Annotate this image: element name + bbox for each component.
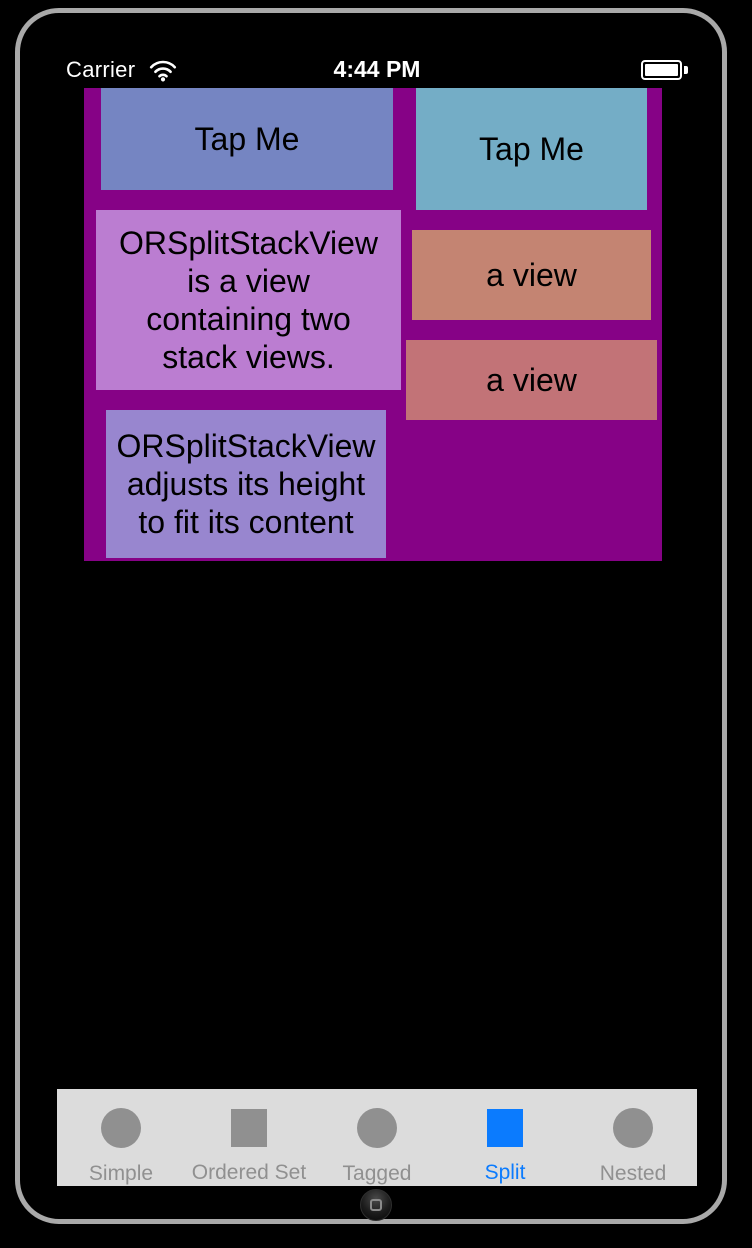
- tab-ordered-set-label: Ordered Set: [191, 1161, 307, 1184]
- home-button[interactable]: [360, 1189, 392, 1221]
- description-view-2: ORSplitStackView adjusts its height to f…: [106, 410, 386, 558]
- a-view-2-label: a view: [486, 362, 577, 398]
- tap-me-button-right[interactable]: Tap Me: [416, 88, 647, 210]
- circle-icon: [357, 1108, 397, 1148]
- tab-split[interactable]: Split: [441, 1089, 569, 1186]
- status-time: 4:44 PM: [333, 56, 421, 82]
- tap-me-button-left-label: Tap Me: [194, 121, 300, 157]
- tab-split-label: Split: [484, 1161, 526, 1184]
- tab-ordered-set[interactable]: Ordered Set: [185, 1089, 313, 1186]
- description-view-1: ORSplitStackView is a view containing tw…: [96, 210, 401, 390]
- a-view-2: a view: [406, 340, 657, 420]
- tab-tagged[interactable]: Tagged: [313, 1089, 441, 1186]
- square-icon: [231, 1109, 267, 1147]
- tap-me-button-right-label: Tap Me: [479, 131, 584, 167]
- tab-tagged-label: Tagged: [342, 1162, 412, 1185]
- a-view-1-label: a view: [486, 257, 577, 293]
- tab-simple[interactable]: Simple: [57, 1089, 185, 1186]
- tab-bar: Simple Ordered Set Tagged Split Nested: [57, 1089, 697, 1186]
- wifi-icon: [149, 60, 177, 82]
- home-button-square-icon: [370, 1199, 382, 1211]
- description-view-2-label: ORSplitStackView adjusts its height to f…: [116, 428, 376, 540]
- battery-nub: [684, 66, 688, 74]
- tab-nested-label: Nested: [599, 1162, 667, 1185]
- split-stack-container: Tap Me ORSplitStackView is a view contai…: [84, 88, 662, 561]
- device-bezel: [15, 8, 727, 1224]
- circle-icon: [101, 1108, 141, 1148]
- carrier-label: Carrier: [66, 57, 136, 82]
- circle-icon: [613, 1108, 653, 1148]
- tap-me-button-left[interactable]: Tap Me: [101, 88, 393, 190]
- tab-simple-label: Simple: [88, 1162, 154, 1185]
- battery-fill: [645, 64, 678, 76]
- square-icon: [487, 1109, 523, 1147]
- tab-nested[interactable]: Nested: [569, 1089, 697, 1186]
- description-view-1-label: ORSplitStackView is a view containing tw…: [118, 225, 379, 375]
- a-view-1: a view: [412, 230, 651, 320]
- battery-full-icon: [641, 60, 682, 80]
